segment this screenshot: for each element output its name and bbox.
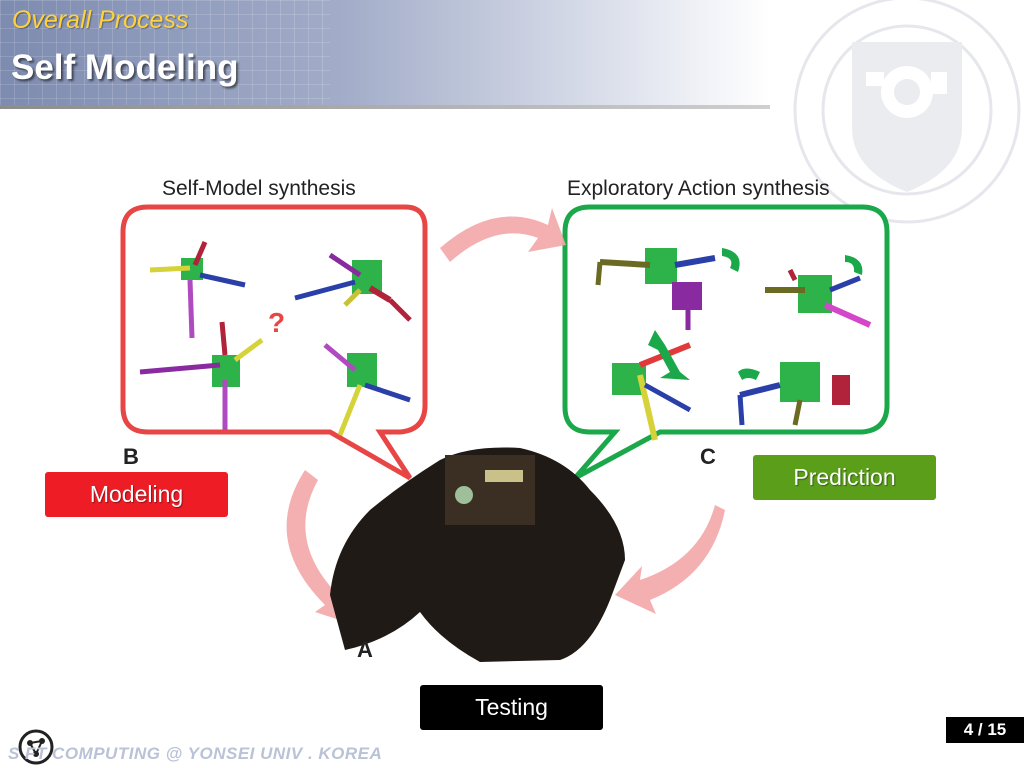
panel-c-letter: C xyxy=(700,444,716,469)
red-cycle-arrow-icon xyxy=(286,208,725,625)
panel-c-title: Exploratory Action synthesis xyxy=(567,177,830,200)
self-model-bubble xyxy=(120,204,428,481)
panel-b-title: Self-Model synthesis xyxy=(162,177,356,200)
footer-text: S FT COMPUTING @ YONSEI UNIV . KOREA xyxy=(8,744,383,763)
self-model-candidates xyxy=(139,241,412,436)
modeling-label: Modeling xyxy=(45,472,228,517)
page-number: 4 / 15 xyxy=(946,717,1024,743)
action-bubble xyxy=(562,204,890,481)
green-motion-arrows xyxy=(648,248,863,380)
panel-b-letter: B xyxy=(123,444,139,469)
question-mark: ? xyxy=(268,307,286,338)
circuit-logo-icon xyxy=(18,729,54,765)
prediction-label: Prediction xyxy=(753,455,936,500)
slide-title: Self Modeling xyxy=(11,48,239,87)
university-seal-icon xyxy=(793,0,1021,224)
robot-photo xyxy=(330,447,625,662)
header-grid-pattern xyxy=(0,0,330,106)
testing-label: Testing xyxy=(420,685,603,730)
header-banner: Overall Process Self Modeling xyxy=(0,0,770,106)
exploratory-action-models xyxy=(595,248,872,441)
section-title: Overall Process xyxy=(12,6,189,34)
robot-letter: A xyxy=(357,637,373,662)
header-divider xyxy=(0,105,770,109)
